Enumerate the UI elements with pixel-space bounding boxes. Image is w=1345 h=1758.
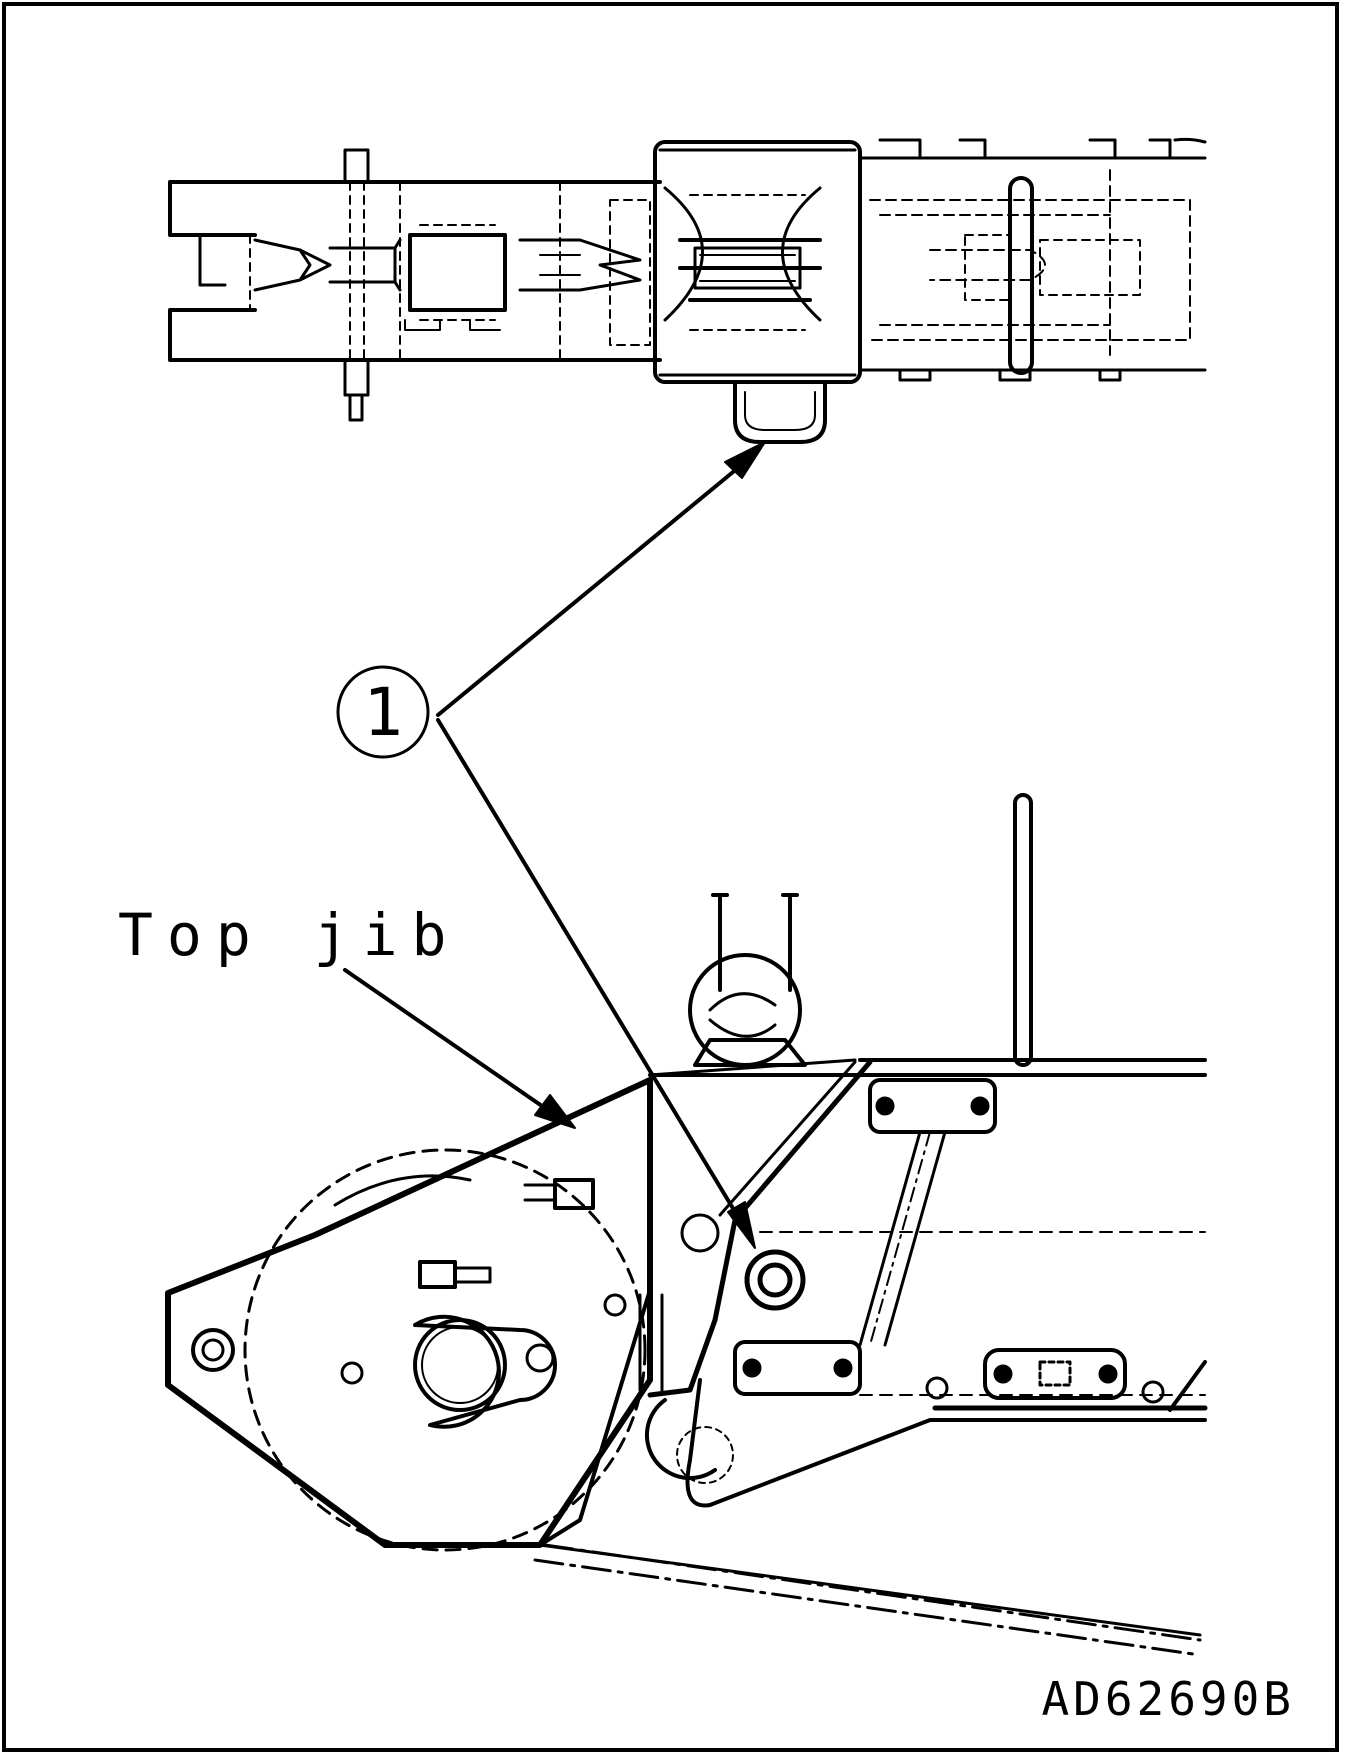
figure-code: AD62690B xyxy=(1041,1672,1295,1726)
callout-number-1: 1 xyxy=(363,674,403,751)
callout-1 xyxy=(336,441,766,1249)
top-jib-label: Top jib xyxy=(118,901,460,969)
top-view-sheave-block xyxy=(653,140,862,444)
top-jib-leader xyxy=(343,968,576,1129)
side-view-boom-head xyxy=(533,793,1208,1657)
top-view-jib xyxy=(168,148,662,422)
side-view-top-jib xyxy=(165,1077,664,1552)
top-view-boom-head xyxy=(858,137,1207,382)
